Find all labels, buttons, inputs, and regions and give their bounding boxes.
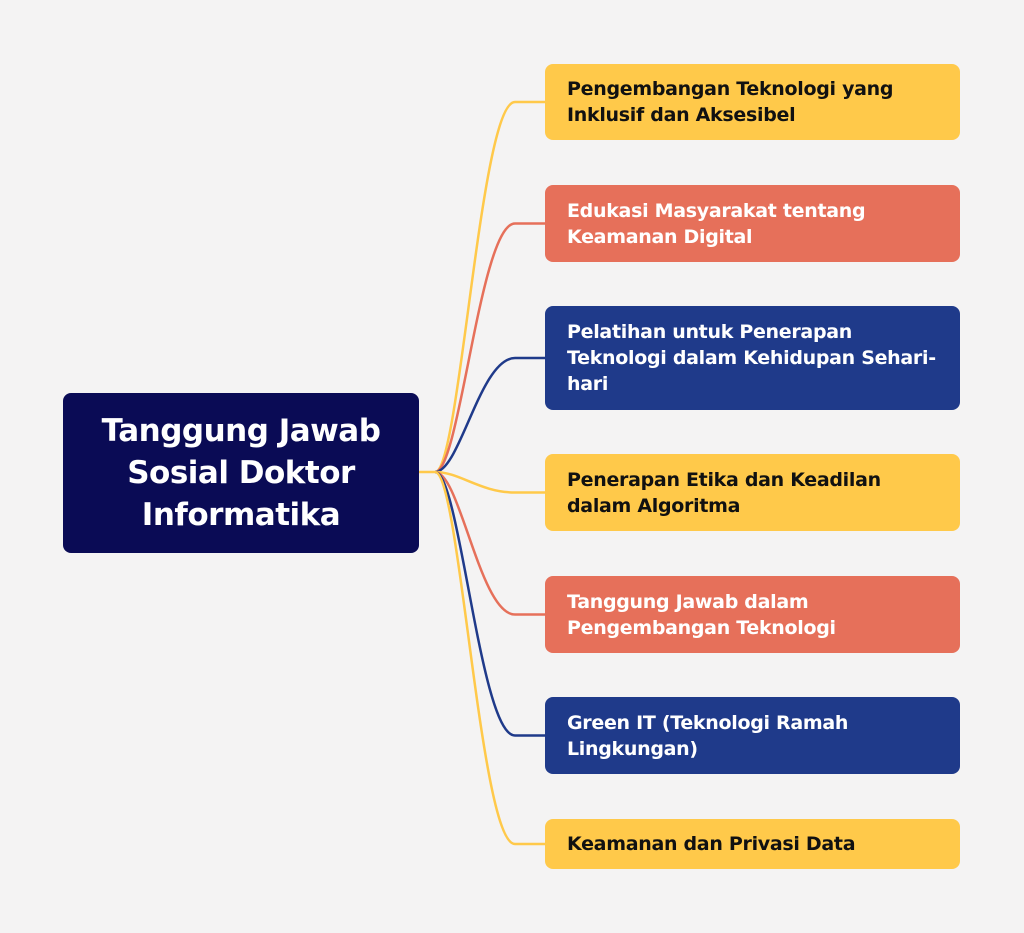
branch-node-2[interactable]: Edukasi Masyarakat tentang Keamanan Digi… [545,185,960,262]
branch-node-3[interactable]: Pelatihan untuk Penerapan Teknologi dala… [545,306,960,410]
connector-line-3 [434,356,545,474]
branch-node-4[interactable]: Penerapan Etika dan Keadilan dalam Algor… [545,454,960,531]
root-node[interactable]: Tanggung Jawab Sosial Doktor Informatika [63,393,419,553]
branch-node-1[interactable]: Pengembangan Teknologi yang Inklusif dan… [545,64,960,140]
branch-label: Keamanan dan Privasi Data [567,833,856,855]
branch-node-5[interactable]: Tanggung Jawab dalam Pengembangan Teknol… [545,576,960,653]
branch-label: Pelatihan untuk Penerapan Teknologi dala… [567,321,936,395]
connector-line-6 [434,470,545,737]
root-title: Tanggung Jawab Sosial Doktor Informatika [101,413,381,533]
branch-label: Tanggung Jawab dalam Pengembangan Teknol… [567,590,836,639]
branch-label: Pengembangan Teknologi yang Inklusif dan… [567,78,894,126]
branch-node-7[interactable]: Keamanan dan Privasi Data [545,819,960,869]
branch-label: Edukasi Masyarakat tentang Keamanan Digi… [567,199,866,248]
connector-line-1 [434,100,545,474]
connector-line-5 [434,470,545,616]
connector-line-4 [434,470,545,494]
connector-line-7 [434,470,545,846]
branch-node-6[interactable]: Green IT (Teknologi Ramah Lingkungan) [545,697,960,774]
branch-label: Green IT (Teknologi Ramah Lingkungan) [567,711,849,760]
branch-label: Penerapan Etika dan Keadilan dalam Algor… [567,468,881,517]
connector-line-2 [434,222,545,474]
